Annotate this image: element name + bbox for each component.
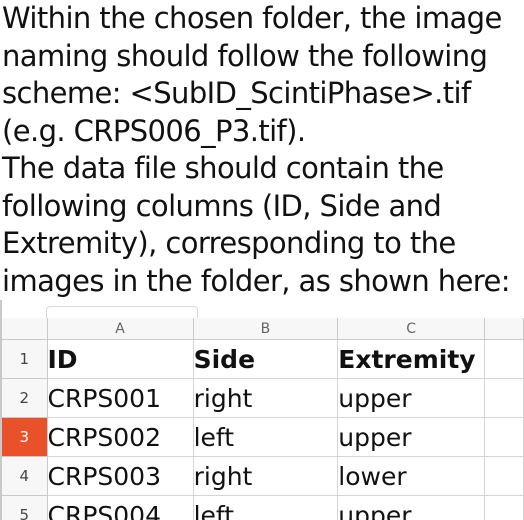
- cell-c5[interactable]: upper: [337, 495, 486, 520]
- cell-b2[interactable]: right: [193, 378, 339, 418]
- sheet-top-strip: [0, 300, 524, 319]
- row-header-5[interactable]: 5: [2, 495, 48, 520]
- table-row: 2 CRPS001 right upper: [2, 378, 524, 418]
- row-header-2[interactable]: 2: [2, 378, 48, 418]
- row-header-4[interactable]: 4: [2, 456, 48, 496]
- column-header-c[interactable]: C: [337, 318, 486, 340]
- cell-b3[interactable]: left: [193, 417, 339, 457]
- cell-d3[interactable]: [484, 417, 524, 457]
- cell-c3[interactable]: upper: [337, 417, 486, 457]
- cell-a1[interactable]: ID: [47, 339, 194, 379]
- spreadsheet-example: A B C 1 ID Side Extremity 2 CRPS001 righ…: [0, 300, 524, 520]
- row-header-1[interactable]: 1: [2, 339, 48, 379]
- cell-d5[interactable]: [484, 495, 524, 520]
- cell-d1[interactable]: [484, 339, 524, 379]
- cell-a3[interactable]: CRPS002: [47, 417, 194, 457]
- column-header-a[interactable]: A: [47, 318, 194, 340]
- spreadsheet-grid: A B C 1 ID Side Extremity 2 CRPS001 righ…: [2, 318, 524, 520]
- instructions-paragraph-naming: Within the chosen folder, the image nami…: [2, 1, 502, 148]
- sheet-tab-edge: [46, 306, 198, 319]
- cell-b4[interactable]: right: [193, 456, 339, 496]
- cell-b1[interactable]: Side: [193, 339, 339, 379]
- column-header-row: A B C: [2, 318, 524, 340]
- cell-c4[interactable]: lower: [337, 456, 486, 496]
- cell-c2[interactable]: upper: [337, 378, 486, 418]
- cell-c1[interactable]: Extremity: [337, 339, 486, 379]
- column-header-d[interactable]: [484, 318, 524, 340]
- select-all-corner[interactable]: [2, 318, 48, 340]
- cell-a4[interactable]: CRPS003: [47, 456, 194, 496]
- table-row: 1 ID Side Extremity: [2, 339, 524, 379]
- cell-d4[interactable]: [484, 456, 524, 496]
- column-header-b[interactable]: B: [193, 318, 339, 340]
- table-row: 3 CRPS002 left upper: [2, 417, 524, 457]
- table-row: 5 CRPS004 left upper: [2, 495, 524, 520]
- cell-a5[interactable]: CRPS004: [47, 495, 194, 520]
- cell-b5[interactable]: left: [193, 495, 339, 520]
- cell-a2[interactable]: CRPS001: [47, 378, 194, 418]
- row-header-3-selected[interactable]: 3: [2, 417, 48, 457]
- instructions-text: Within the chosen folder, the image nami…: [2, 0, 524, 300]
- table-row: 4 CRPS003 right lower: [2, 456, 524, 496]
- instructions-paragraph-columns: The data file should contain the followi…: [2, 151, 511, 298]
- cell-d2[interactable]: [484, 378, 524, 418]
- sheet-left-border: [0, 300, 2, 520]
